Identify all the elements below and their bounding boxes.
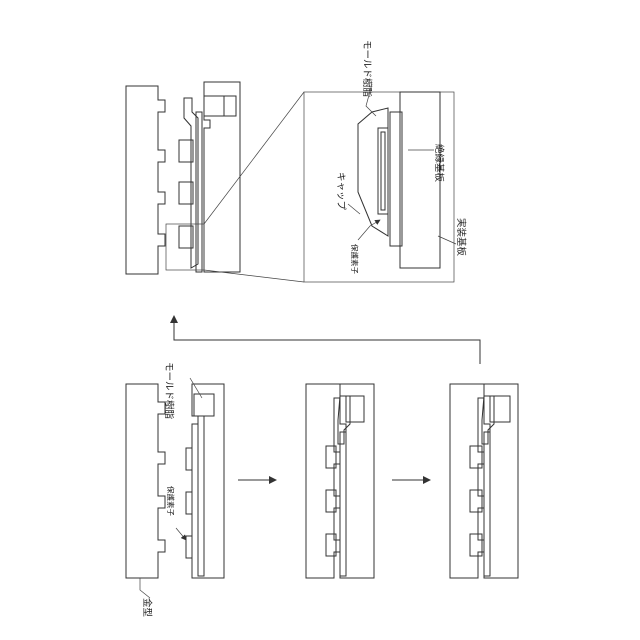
stage3-die <box>450 384 484 578</box>
stage2-die <box>306 384 340 578</box>
stage2-insulating-layer <box>340 432 346 576</box>
stage3-insulating-layer <box>484 432 490 576</box>
stage1-mounting-substrate <box>192 384 224 578</box>
top-notch <box>204 96 224 116</box>
stage3-mounting-substrate <box>484 384 518 578</box>
label-protection-element-left: 保護素子 <box>166 486 176 516</box>
top-insulating-layer <box>196 112 202 272</box>
magnified-detail <box>304 92 454 282</box>
label-mold-resin-left: モールド樹脂 <box>163 362 175 420</box>
top-mounting-substrate <box>204 82 240 272</box>
stage1-die <box>126 384 165 578</box>
label-die: 金型 <box>141 598 153 618</box>
stage-3 <box>450 384 518 578</box>
label-mold-resin-top: モールド樹脂 <box>361 40 373 98</box>
top-resin-block <box>224 96 236 116</box>
stage1-element-3 <box>186 536 192 558</box>
detail-cap-resin <box>358 108 388 236</box>
stage-1 <box>126 384 224 578</box>
stage3-cap-2 <box>470 490 482 512</box>
stage-2 <box>306 384 374 578</box>
stage3-cap-3 <box>470 534 482 556</box>
label-insulating-substrate: 絶縁基板 <box>433 144 445 183</box>
label-cap: キャップ <box>335 172 346 211</box>
top-die-release-view <box>126 82 240 274</box>
top-die <box>126 86 165 274</box>
stage2-cavity <box>346 396 364 422</box>
label-mounting-substrate: 実装基板 <box>455 218 467 257</box>
stage2-mounting-substrate <box>340 384 374 578</box>
label-protection-element-top: 保護素子 <box>350 244 360 274</box>
stage1-element-2 <box>186 492 192 514</box>
detail-frame <box>304 92 454 282</box>
stage1-element-1 <box>186 448 192 470</box>
stage3-cap-1 <box>470 446 482 468</box>
detail-element-inner <box>381 132 385 210</box>
stage1-resin-pellet <box>194 394 214 416</box>
detail-element <box>378 128 388 214</box>
return-arrow <box>174 316 480 364</box>
stage1-insulating-layer <box>198 416 204 576</box>
stage3-cavity <box>490 396 510 422</box>
